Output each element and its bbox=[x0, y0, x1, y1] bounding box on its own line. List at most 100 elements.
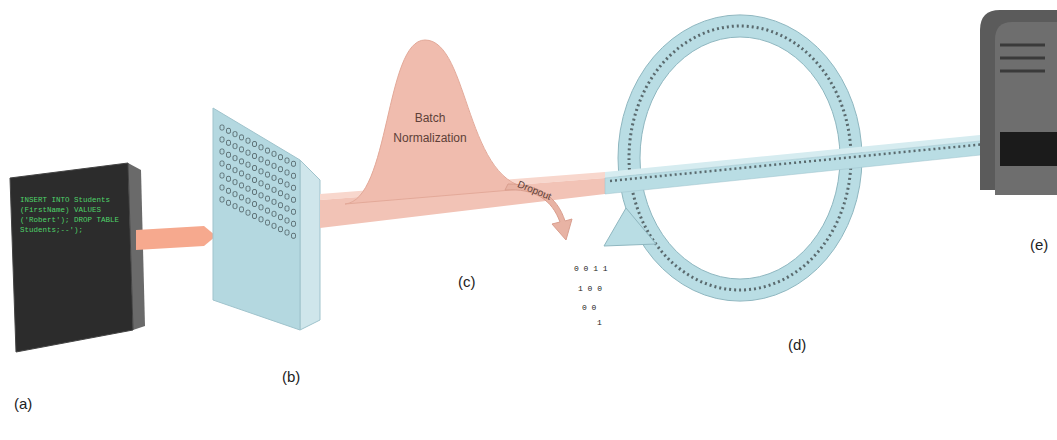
node-text: Batch Normalization bbox=[383, 108, 477, 148]
bit-mark bbox=[240, 171, 244, 176]
bit-mark bbox=[259, 193, 263, 198]
bit-mark bbox=[292, 221, 296, 226]
input-beam bbox=[136, 226, 216, 250]
bit-mark bbox=[266, 184, 270, 189]
printer-stripe bbox=[1000, 57, 1045, 60]
bit-mark bbox=[220, 185, 224, 190]
bit-mark bbox=[272, 199, 276, 204]
bit-mark bbox=[279, 191, 283, 196]
bit-mark bbox=[240, 207, 244, 212]
bit-mark bbox=[272, 163, 276, 168]
bit-mark bbox=[227, 176, 231, 181]
dropped-bits: 1 bbox=[597, 318, 602, 327]
bit-mark bbox=[279, 167, 283, 172]
bit-mark bbox=[259, 217, 263, 222]
bit-mark bbox=[227, 152, 231, 157]
part-label: (b) bbox=[282, 368, 300, 385]
screen-face bbox=[10, 163, 133, 352]
bit-mark bbox=[272, 151, 276, 156]
bit-mark bbox=[266, 148, 270, 153]
bit-mark bbox=[227, 200, 231, 205]
node-text: INSERT INTO Students (FirstName) VALUES … bbox=[20, 195, 126, 235]
bit-mark bbox=[233, 192, 237, 197]
bit-mark bbox=[292, 173, 296, 178]
part-label: (d) bbox=[788, 336, 806, 353]
bit-mark bbox=[246, 198, 250, 203]
bit-mark bbox=[220, 137, 224, 142]
bit-mark bbox=[272, 211, 276, 216]
bit-mark bbox=[220, 149, 224, 154]
bit-mark bbox=[259, 157, 263, 162]
bit-mark bbox=[292, 161, 296, 166]
printer-stripe bbox=[1000, 44, 1045, 47]
bit-mark bbox=[285, 194, 289, 199]
panel-side bbox=[300, 160, 320, 330]
bn-bump bbox=[345, 40, 535, 204]
bit-mark bbox=[227, 140, 231, 145]
bit-mark bbox=[266, 160, 270, 165]
bit-mark bbox=[266, 208, 270, 213]
bit-mark bbox=[266, 196, 270, 201]
bit-mark bbox=[246, 138, 250, 143]
bit-mark bbox=[292, 233, 296, 238]
ring-arrowhead bbox=[604, 208, 656, 246]
screen-text-box: INSERT INTO Students (FirstName) VALUES … bbox=[20, 195, 126, 235]
bit-mark bbox=[227, 188, 231, 193]
bit-mark bbox=[272, 187, 276, 192]
bit-mark bbox=[233, 204, 237, 209]
bit-mark bbox=[246, 186, 250, 191]
bit-mark bbox=[266, 172, 270, 177]
bit-mark bbox=[285, 206, 289, 211]
dropped-bits: 1 0 0 bbox=[578, 284, 602, 293]
bit-mark bbox=[259, 205, 263, 210]
bit-mark bbox=[253, 154, 257, 159]
bit-mark bbox=[233, 132, 237, 137]
bit-mark bbox=[253, 190, 257, 195]
bit-mark bbox=[246, 210, 250, 215]
dropped-bits: 0 0 bbox=[582, 303, 596, 312]
bit-mark bbox=[279, 203, 283, 208]
bit-mark bbox=[246, 150, 250, 155]
bit-mark bbox=[279, 179, 283, 184]
bit-mark bbox=[259, 169, 263, 174]
bit-mark bbox=[292, 197, 296, 202]
bit-mark bbox=[272, 223, 276, 228]
bit-mark bbox=[285, 218, 289, 223]
bit-mark bbox=[240, 195, 244, 200]
bit-mark bbox=[253, 202, 257, 207]
bit-mark bbox=[279, 155, 283, 160]
bit-mark bbox=[246, 174, 250, 179]
printer-stripe bbox=[1000, 70, 1045, 73]
bit-mark bbox=[233, 168, 237, 173]
printer-front bbox=[995, 22, 1057, 195]
bit-mark bbox=[253, 178, 257, 183]
bit-mark bbox=[292, 209, 296, 214]
bit-mark bbox=[246, 162, 250, 167]
bit-mark bbox=[253, 166, 257, 171]
beam-bits bbox=[610, 144, 985, 181]
bit-mark bbox=[220, 197, 224, 202]
bit-mark bbox=[220, 173, 224, 178]
bit-mark bbox=[292, 185, 296, 190]
part-label: (c) bbox=[458, 273, 476, 290]
bit-mark bbox=[233, 156, 237, 161]
bit-mark bbox=[240, 159, 244, 164]
bit-mark bbox=[227, 164, 231, 169]
bit-mark bbox=[227, 128, 231, 133]
part-label: (e) bbox=[1030, 236, 1048, 253]
batch-norm-box: Batch Normalization bbox=[383, 108, 477, 148]
dropped-bits: 0 0 1 1 bbox=[574, 264, 608, 273]
bit-mark bbox=[240, 183, 244, 188]
bit-mark bbox=[240, 135, 244, 140]
bit-mark bbox=[233, 180, 237, 185]
bit-mark bbox=[240, 147, 244, 152]
panel-bits bbox=[220, 125, 296, 238]
panel-face bbox=[213, 108, 300, 330]
bit-mark bbox=[272, 175, 276, 180]
bit-mark bbox=[285, 170, 289, 175]
bit-mark bbox=[279, 227, 283, 232]
bit-mark bbox=[279, 215, 283, 220]
bit-mark bbox=[285, 158, 289, 163]
